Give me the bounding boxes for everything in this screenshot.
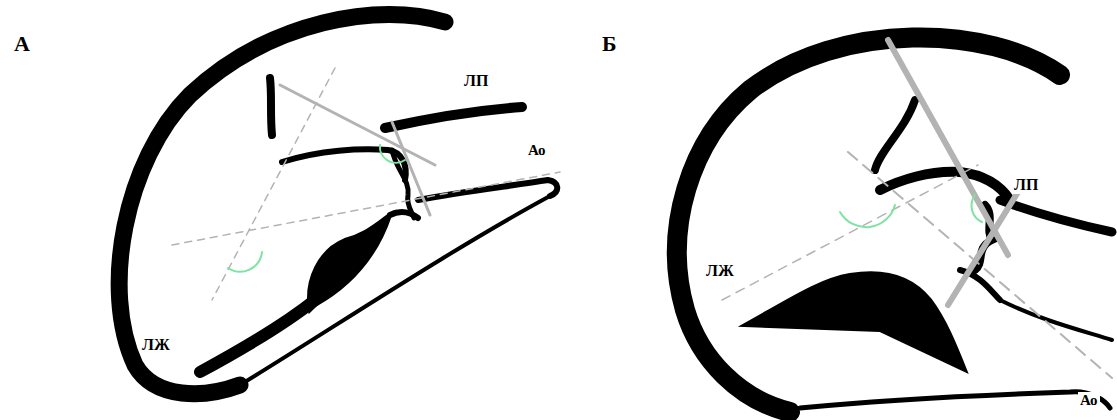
panel-b-drawing — [677, 37, 1112, 412]
chamber-label: ЛП — [1012, 176, 1040, 194]
chamber-label: ЛЖ — [704, 262, 736, 280]
chamber-label: ЛП — [462, 72, 490, 90]
chamber-label: Ао — [1078, 392, 1100, 409]
panel-letter: А — [12, 32, 32, 56]
chamber-label: ЛЖ — [140, 336, 172, 354]
panel-a-drawing — [119, 14, 560, 393]
chamber-label: Ао — [526, 142, 548, 159]
panel-letter: Б — [600, 32, 619, 56]
